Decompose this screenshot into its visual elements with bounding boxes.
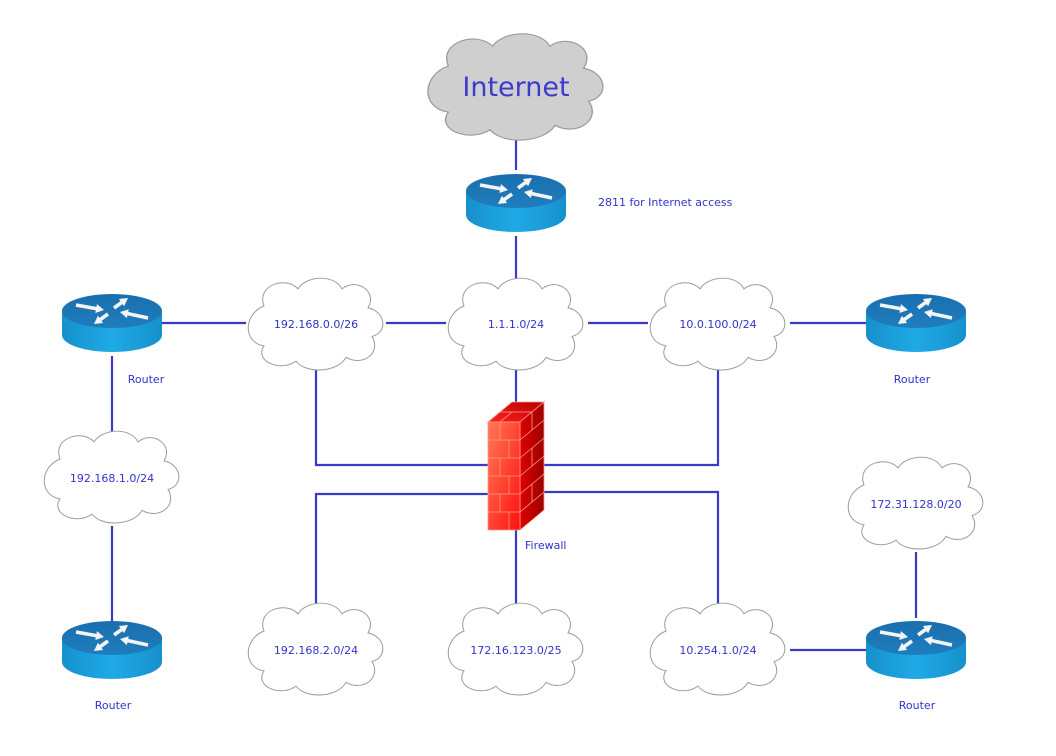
- subnet-cloud[interactable]: 192.168.1.0/24: [43, 430, 180, 524]
- internet-label: Internet: [462, 72, 569, 103]
- firewall-label: Firewall: [525, 539, 566, 552]
- router-left-top[interactable]: [62, 294, 162, 352]
- router-arrow: [94, 639, 110, 651]
- edge-router-label: 2811 for Internet access: [598, 196, 733, 209]
- router-arrow: [524, 189, 553, 200]
- router-icon: [866, 621, 966, 679]
- router-icon: [62, 621, 162, 679]
- router-right-top[interactable]: [866, 294, 966, 352]
- link-192-168-0-firewall: [314, 370, 488, 467]
- firewall[interactable]: Firewall: [486, 401, 566, 552]
- router-label: Router: [128, 373, 165, 386]
- router-right-bottom[interactable]: [866, 621, 966, 679]
- subnet-label: 172.16.123.0/25: [470, 644, 561, 657]
- subnet-cloud[interactable]: 172.31.128.0/20: [847, 456, 984, 550]
- router-arrow: [879, 630, 908, 641]
- router-arrow: [924, 636, 953, 647]
- subnet-cloud[interactable]: 10.0.100.0/24: [649, 277, 786, 371]
- router-icon: [866, 294, 966, 352]
- router-arrow: [879, 303, 908, 314]
- internet-cloud[interactable]: Internet: [427, 33, 604, 141]
- router-arrow: [916, 625, 932, 637]
- subnet-label: 1.1.1.0/24: [488, 318, 544, 331]
- subnet-cloud[interactable]: 172.16.123.0/25: [447, 602, 584, 696]
- firewall-icon: [486, 401, 546, 531]
- subnet-cloud[interactable]: 10.254.1.0/24: [649, 602, 786, 696]
- subnet-cloud[interactable]: 1.1.1.0/24: [447, 277, 584, 371]
- router-arrow: [916, 298, 932, 310]
- router-arrow: [94, 312, 110, 324]
- subnet-label: 192.168.2.0/24: [274, 644, 358, 657]
- router-arrow: [898, 312, 914, 324]
- router-arrow: [498, 192, 514, 204]
- subnet-label: 10.0.100.0/24: [679, 318, 756, 331]
- router-arrow: [516, 178, 532, 190]
- router-arrow: [120, 636, 149, 647]
- router-label: Router: [894, 373, 931, 386]
- router-label: Router: [899, 699, 936, 712]
- edge-router[interactable]: [466, 174, 566, 232]
- subnet-label: 172.31.128.0/20: [870, 498, 961, 511]
- links: [110, 138, 918, 652]
- link-10-0-100-firewall: [544, 370, 720, 467]
- subnet-label: 192.168.1.0/24: [70, 472, 154, 485]
- router-icon: [466, 174, 566, 232]
- link-firewall-10-254-1: [544, 490, 720, 604]
- router-arrow: [75, 630, 104, 641]
- router-arrow: [112, 298, 128, 310]
- subnet-cloud[interactable]: 192.168.0.0/26: [247, 277, 384, 371]
- router-arrow: [120, 309, 149, 320]
- link-firewall-192-168-2: [314, 492, 488, 604]
- router-label: Router: [95, 699, 132, 712]
- router-arrow: [112, 625, 128, 637]
- router-icon: [62, 294, 162, 352]
- subnet-label: 192.168.0.0/26: [274, 318, 358, 331]
- router-arrow: [75, 303, 104, 314]
- router-left-bottom[interactable]: [62, 621, 162, 679]
- subnet-label: 10.254.1.0/24: [679, 644, 756, 657]
- router-arrow: [479, 183, 508, 194]
- router-arrow: [898, 639, 914, 651]
- subnet-cloud[interactable]: 192.168.2.0/24: [247, 602, 384, 696]
- router-arrow: [924, 309, 953, 320]
